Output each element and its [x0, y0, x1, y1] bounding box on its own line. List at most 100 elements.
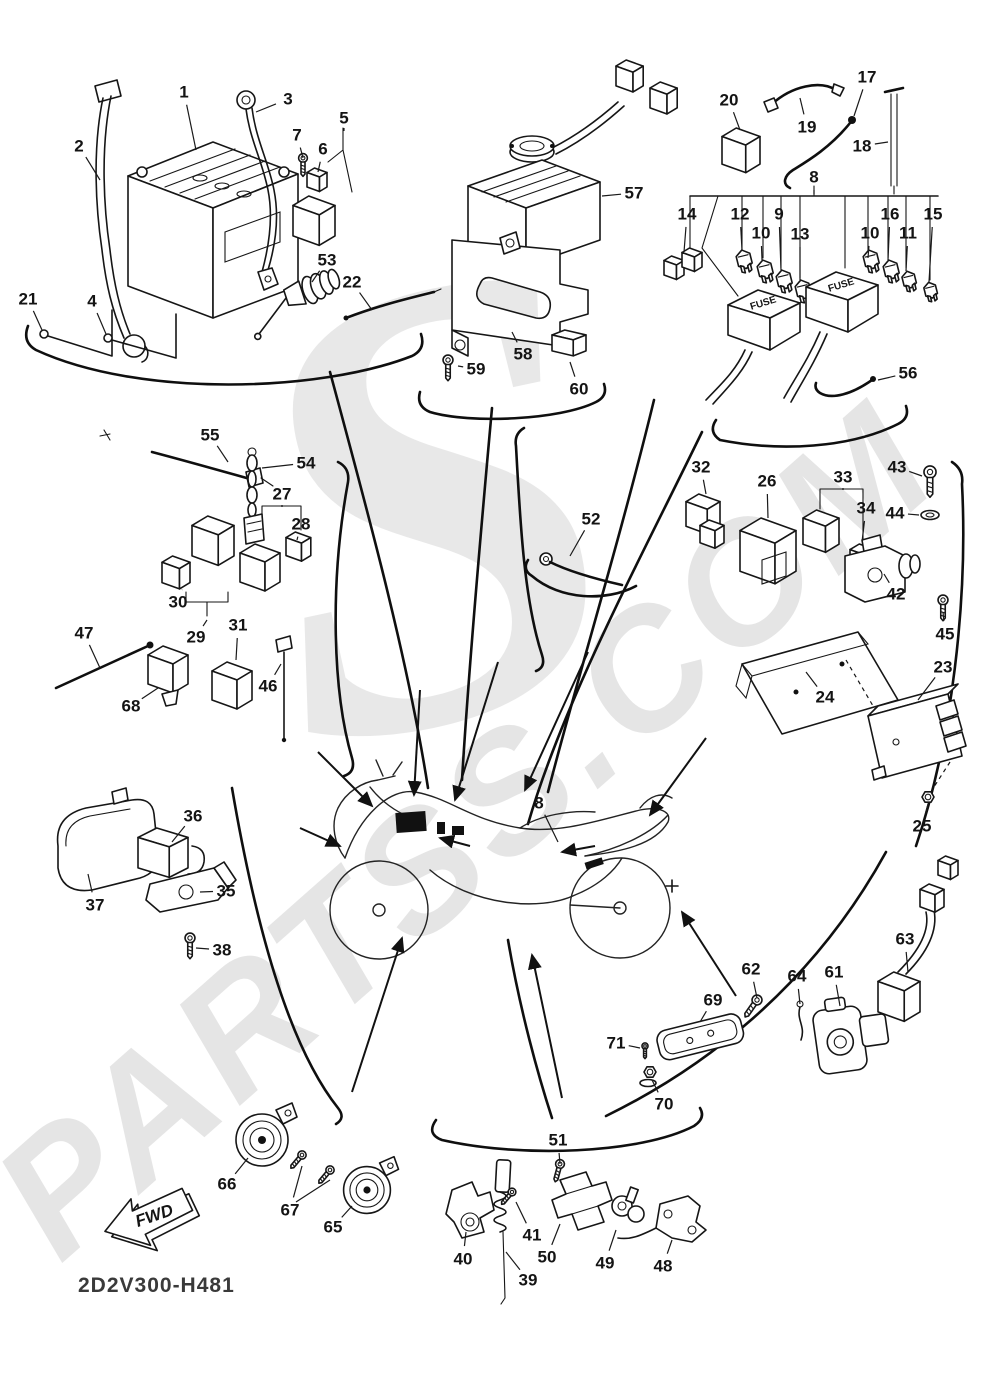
callout-12: 12 [731, 205, 750, 224]
callout-leader [778, 226, 782, 271]
callout-14: 14 [678, 205, 697, 224]
cable-tie-22 [343, 288, 442, 321]
reflector-69 [656, 1013, 745, 1061]
callout-46: 46 [259, 677, 278, 696]
callout-leader [216, 445, 229, 463]
plate-60 [551, 329, 587, 357]
callout-6: 6 [318, 140, 327, 159]
callout-13: 13 [791, 225, 810, 244]
relay-cluster-left [161, 505, 312, 710]
cable-tie-52 [539, 552, 624, 587]
callout-leader [760, 245, 763, 261]
callout-leader [359, 292, 373, 311]
callout-8: 8 [809, 168, 818, 187]
callout-50: 50 [538, 1248, 557, 1267]
callout-leader [141, 687, 159, 700]
bracket-58 [451, 231, 589, 357]
callout-70: 70 [655, 1095, 674, 1114]
callout-19: 19 [798, 118, 817, 137]
fuse-group-bracket [689, 185, 939, 297]
bolt-21 [39, 309, 113, 357]
callout-leader [601, 193, 622, 197]
callout-leader [905, 951, 909, 973]
callout-31: 31 [229, 616, 248, 635]
callout-leader [274, 663, 282, 676]
callout-leader [32, 310, 43, 331]
callout-1: 1 [179, 83, 188, 102]
callout-leader [699, 1010, 707, 1023]
relay-20 [721, 127, 761, 174]
callout-64: 64 [788, 967, 807, 986]
callout-51: 51 [549, 1131, 568, 1150]
callout-leader [628, 1045, 641, 1049]
callout-38: 38 [213, 941, 232, 960]
callout-48: 48 [654, 1257, 673, 1276]
callout-leader [341, 1205, 353, 1218]
callout-25: 25 [913, 817, 932, 836]
callout-leader [732, 111, 741, 131]
callout-5: 5 [339, 109, 348, 128]
sensor-63 [877, 855, 959, 1023]
washer-44 [920, 509, 940, 521]
callout-36: 36 [184, 807, 203, 826]
callout-58: 58 [514, 345, 533, 364]
bolt-4 [103, 313, 177, 359]
callout-leader [261, 463, 294, 469]
callout-leader [907, 513, 920, 516]
callout-leader [877, 375, 896, 381]
callout-16: 16 [881, 205, 900, 224]
band-18 [883, 86, 905, 195]
callout-leader [887, 226, 891, 261]
callout-69: 69 [704, 991, 723, 1010]
callout-leader [85, 156, 101, 181]
callout-leader [171, 825, 186, 843]
callout-leader [753, 981, 758, 999]
callout-40: 40 [454, 1250, 473, 1269]
callout-22: 22 [343, 273, 362, 292]
callout-leader [905, 245, 908, 272]
ecu-23 [867, 683, 967, 791]
callout-leader [88, 644, 101, 669]
callout-41: 41 [523, 1226, 542, 1245]
callout-leader [651, 1079, 659, 1093]
wire-56 [814, 376, 876, 398]
callout-57: 57 [625, 184, 644, 203]
callout-leader [666, 1239, 673, 1254]
callout-leader [853, 89, 864, 117]
callout-leader [569, 530, 586, 557]
callout-leader [924, 803, 929, 814]
callout-33: 33 [834, 468, 853, 487]
callout-leader [505, 1251, 521, 1271]
callout-9: 9 [774, 205, 783, 224]
callout-leader [457, 365, 464, 368]
cover-37 [56, 787, 159, 892]
callout-30: 30 [169, 593, 188, 612]
callout-leader [702, 479, 707, 495]
callout-56: 56 [899, 364, 918, 383]
callout-leader-extra [295, 1179, 331, 1203]
callout-47: 47 [75, 624, 94, 643]
horn-screws-67 [287, 1148, 337, 1203]
callout-leader [255, 103, 277, 113]
bolt-62 [740, 992, 765, 1021]
battery-wire-2 [94, 79, 149, 441]
callout-55: 55 [201, 426, 220, 445]
callout-49: 49 [596, 1254, 615, 1273]
callout-66: 66 [218, 1175, 237, 1194]
callout-61: 61 [825, 963, 844, 982]
callout-leader [186, 104, 197, 151]
immobilizer-coil-53 [253, 268, 341, 341]
callout-leader [87, 873, 93, 893]
nut-25 [921, 790, 935, 804]
wire-19 [763, 83, 845, 113]
callout-leader [235, 637, 238, 661]
callout-24: 24 [816, 688, 835, 707]
callout-leader [569, 361, 576, 377]
callout-67: 67 [281, 1201, 300, 1220]
rod-47 [54, 641, 154, 690]
connector-14 [663, 247, 703, 280]
motorcycle-sketch [299, 651, 737, 1099]
callout-21: 21 [19, 290, 38, 309]
